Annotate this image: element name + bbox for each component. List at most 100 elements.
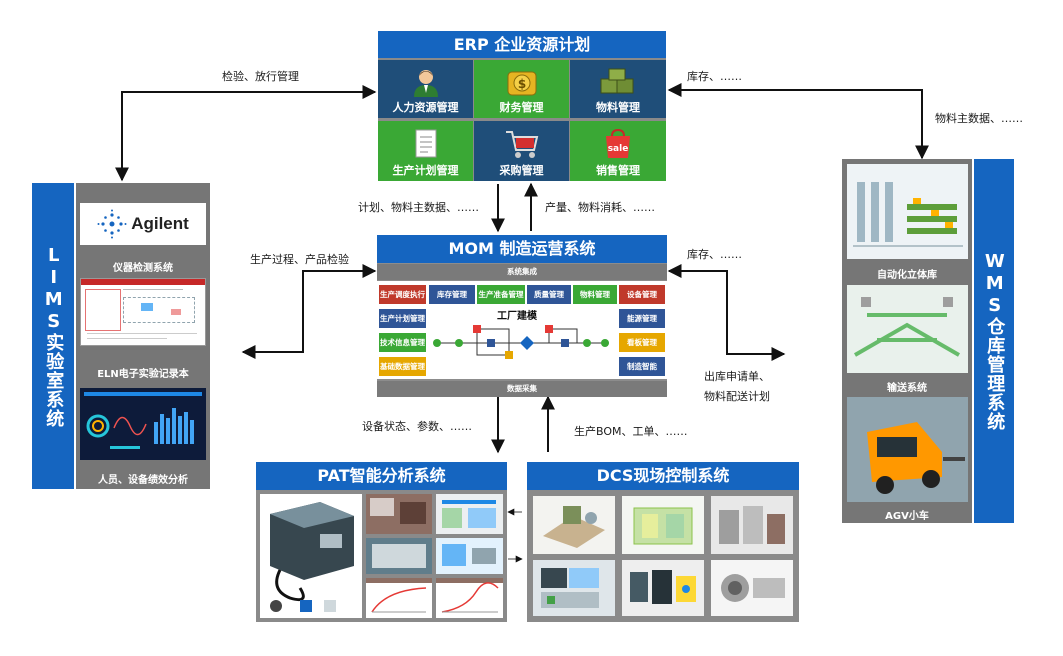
erp-module-sales: sale 销售管理 [570, 121, 666, 181]
flow-node-4 [487, 339, 495, 347]
flow-node-2 [455, 339, 463, 347]
svg-text:$: $ [517, 77, 525, 91]
dashboard-graphic [84, 392, 202, 449]
flow-node-5 [505, 351, 513, 359]
conveyor-photo [847, 285, 968, 373]
wms-item-asrs: 自动化立体库 [877, 270, 937, 281]
agilent-spark-icon [97, 209, 127, 239]
flow-label-erp-mom: 计划、物料主数据、…… [358, 201, 479, 214]
flow-label-mom-erp: 产量、物料消耗、…… [545, 201, 655, 214]
erp-module-grid: 人力资源管理 $ 财务管理 物料管理 生产计划管理 [378, 58, 666, 181]
wms-system: 自动化立体库 输送系统 AGV小车 WMS仓库管理系统 [842, 159, 1014, 523]
dcs-photo-6 [711, 560, 793, 616]
dcs-graphic-1 [543, 506, 605, 548]
asrs-graphic [853, 182, 963, 247]
lims-title-text: LIMS实验室系统 [43, 244, 65, 428]
flow-node-7 [561, 339, 569, 347]
flow-label-lims-erp: 检验、放行管理 [222, 70, 299, 83]
flow-label-mom-pat: 设备状态、参数、…… [362, 420, 472, 433]
mom-module-inventory: 库存管理 [429, 285, 475, 304]
mom-module-equipment: 设备管理 [619, 285, 665, 304]
wms-title: WMS仓库管理系统 [974, 159, 1014, 523]
mom-module-material: 物料管理 [573, 285, 617, 304]
pat-title: PAT智能分析系统 [256, 462, 507, 490]
flow-node-end [601, 339, 609, 347]
mom-module-plan: 生产计划管理 [379, 309, 426, 328]
pat-chart-2 [436, 578, 503, 618]
dcs-photo-1 [533, 496, 615, 554]
mom-module-base: 基础数据管理 [379, 357, 426, 376]
svg-text:sale: sale [608, 144, 629, 154]
dcs-graphic-2 [633, 507, 693, 545]
mom-module-intelligence: 制造智能 [619, 357, 665, 376]
mom-module-dispatch: 生产调度执行 [379, 285, 426, 304]
flow-decision-node [520, 336, 534, 350]
eln-screenshot [80, 278, 206, 346]
lims-item-instrument: 仪器检测系统 [113, 263, 173, 274]
erp-module-material-label: 物料管理 [596, 101, 640, 114]
dcs-graphic-5 [630, 570, 696, 604]
mom-integration-bar: 系统集成 [377, 264, 667, 280]
pat-screen-1 [366, 494, 432, 534]
erp-module-finance: $ 财务管理 [474, 60, 569, 118]
mom-body: 系统集成 生产调度执行 库存管理 生产准备管理 质量管理 物料管理 设备管理 生… [377, 263, 667, 397]
lims-item-eln: ELN电子实验记录本 [97, 369, 189, 380]
pat-panel [256, 490, 507, 622]
factory-model-flow [433, 325, 609, 359]
dcs-title: DCS现场控制系统 [527, 462, 799, 490]
flow-label-wms-mom-1: 出库申请单、 [704, 370, 770, 383]
pat-screen-4 [436, 538, 503, 574]
lims-item-performance: 人员、设备绩效分析 [98, 475, 188, 486]
wms-panel: 自动化立体库 输送系统 AGV小车 [842, 159, 972, 523]
wms-item-conveyor: 输送系统 [887, 383, 927, 394]
performance-dashboard [80, 388, 206, 460]
erp-module-sales-label: 销售管理 [596, 164, 640, 177]
pat-system: PAT智能分析系统 [256, 462, 507, 622]
erp-title: ERP 企业资源计划 [378, 31, 666, 58]
erp-module-purchase-label: 采购管理 [499, 164, 544, 177]
lims-panel: Agilent 仪器检测系统 ELN电子实验记录本 [76, 183, 210, 489]
mom-module-area: 生产调度执行 库存管理 生产准备管理 质量管理 物料管理 设备管理 生产计划管理… [377, 281, 667, 379]
mom-module-tech: 技术信息管理 [379, 333, 426, 352]
analyzer-photo [260, 494, 362, 618]
flow-node-6 [545, 325, 553, 333]
pat-curve-1 [366, 578, 432, 613]
lims-system: LIMS实验室系统 Agilent 仪器检测系统 [32, 183, 210, 489]
conveyor-graphic [854, 297, 960, 357]
arrow-erp-wms [667, 83, 929, 160]
dcs-photo-4 [533, 560, 615, 616]
lims-title: LIMS实验室系统 [32, 183, 74, 489]
wms-item-agv: AGV小车 [885, 511, 929, 522]
mom-module-prep: 生产准备管理 [477, 285, 525, 304]
dcs-photo-3 [711, 496, 793, 554]
flow-node-start [433, 339, 441, 347]
sale-bag-icon: sale [606, 128, 630, 158]
pat-screen-3 [366, 538, 432, 574]
mom-module-board: 看板管理 [619, 333, 665, 352]
mom-system: MOM 制造运营系统 系统集成 生产调度执行 库存管理 生产准备管理 质量管理 … [377, 235, 667, 397]
dcs-graphic-4 [541, 568, 599, 608]
flow-node-3 [473, 325, 481, 333]
erp-module-material: 物料管理 [570, 60, 666, 118]
arrow-lims-erp [115, 85, 377, 182]
dcs-graphic-6 [721, 574, 785, 602]
shopping-cart-icon [505, 131, 538, 158]
person-icon [413, 70, 438, 97]
erp-module-plan-label: 生产计划管理 [392, 164, 459, 177]
pat-chart-1 [366, 578, 432, 618]
pat-curve-2 [436, 578, 503, 613]
flow-node-8 [583, 339, 591, 347]
agv-graphic [847, 397, 968, 502]
mom-module-quality: 质量管理 [527, 285, 571, 304]
erp-module-plan: 生产计划管理 [378, 121, 473, 181]
wms-title-text: WMS仓库管理系统 [984, 251, 1006, 431]
flow-label-wms-mom-2: 物料配送计划 [704, 390, 770, 403]
erp-module-hr-label: 人力资源管理 [392, 101, 459, 114]
flow-label-wms-erp: 物料主数据、…… [935, 112, 1023, 125]
agv-photo [847, 397, 968, 502]
dcs-graphic-3 [719, 506, 785, 544]
money-bag-icon: $ [507, 71, 536, 96]
arrow-lims-mom [241, 264, 377, 359]
flow-label-lims-mom: 生产过程、产品检验 [250, 253, 349, 266]
